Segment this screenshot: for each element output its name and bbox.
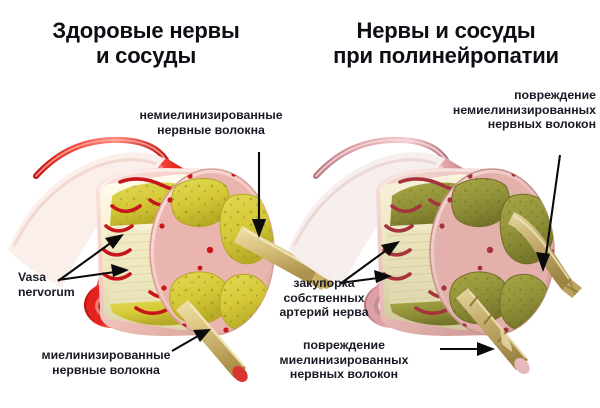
label-left-vasa-nervorum: Vasa nervorum — [18, 270, 75, 299]
arrow-left-vasa-nervorum-a — [57, 264, 129, 282]
label-right-artery-occlusion: закупорка собственных артерий нерва — [279, 276, 369, 320]
arrow-left-myelinated — [171, 329, 211, 352]
diseased-unmyelinated-fiber-bundle — [508, 212, 582, 298]
healthy-sheath-edge — [12, 158, 157, 247]
diseased-myelinated-fiber — [456, 288, 530, 375]
healthy-epineurium-rim-light — [98, 168, 213, 193]
healthy-myelinated-fiber — [176, 300, 248, 383]
healthy-nerve-illustration — [8, 136, 333, 383]
diseased-epineurium-rim-light — [378, 168, 493, 193]
label-left-myelinated: миелинизированные нервные волокна — [41, 348, 171, 377]
arrow-left-vasa-nervorum-b — [57, 234, 124, 282]
label-left-unmyelinated: немиелинизированные нервные волокна — [139, 108, 283, 137]
diseased-myelinated-fiber-tip — [514, 357, 530, 375]
healthy-nerve-cross-section — [149, 168, 275, 336]
healthy-arteriole-highlight — [35, 139, 167, 177]
diseased-sheath-edge — [292, 158, 437, 247]
arrow-right-occlusion-a — [339, 270, 392, 285]
demyelination-bare-patch — [500, 330, 512, 352]
arrow-right-unmyelinated-damage — [536, 154, 562, 272]
label-right-unmyelinated-damage: повреждение немиелинизированных нервных … — [452, 88, 596, 132]
arrow-left-unmyelinated — [252, 152, 266, 238]
diseased-arteriole-highlight — [315, 139, 447, 177]
arrow-right-myelinated-damage — [440, 342, 495, 356]
diseased-nerve-illustration — [288, 136, 582, 375]
healthy-myelinated-fiber-tip — [232, 365, 248, 383]
label-right-myelinated-damage: повреждение миелинизированных нервных во… — [279, 338, 409, 382]
panel-right-title: Нервы и сосуды при полинейропатии — [333, 18, 559, 69]
panel-left-title: Здоровые нервы и сосуды — [52, 18, 240, 69]
arrow-right-occlusion-b — [339, 241, 400, 285]
